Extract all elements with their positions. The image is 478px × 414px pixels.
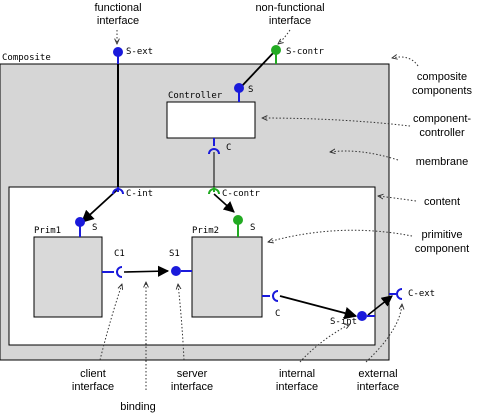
svg-text:client: client [80, 368, 106, 380]
annotation-arrow-controller [262, 118, 411, 127]
annotation-arrow-composite [392, 57, 419, 67]
annotation-membrane: membrane [416, 156, 469, 168]
svg-text:membrane: membrane [416, 156, 469, 168]
s-int-port [357, 311, 375, 321]
prim2-c-port [262, 290, 279, 302]
prim1-label: Prim1 [34, 226, 61, 236]
binding-c-contr-to-prim2-s [213, 193, 235, 213]
svg-text:non-functional: non-functional [255, 2, 324, 14]
binding-s-contr-to-controller-s [239, 49, 277, 89]
prim2-s-port [233, 215, 243, 237]
annotation-composite-components: composite components [412, 71, 472, 97]
svg-text:interface: interface [97, 15, 139, 27]
controller-label: Controller [168, 91, 223, 101]
svg-text:controller: controller [419, 127, 465, 139]
prim1-s-port [75, 217, 85, 237]
composite-label: Composite [2, 53, 51, 63]
annotation-arrow-membrane [330, 151, 399, 161]
svg-text:component-: component- [413, 113, 471, 125]
annotation-nonfunctional-interface: non-functional interface [255, 2, 324, 27]
svg-text:composite: composite [417, 71, 467, 83]
binding-prim2-c-to-s-int [279, 295, 358, 320]
controller-c-port [208, 138, 220, 155]
s-ext-label: S-ext [126, 47, 153, 57]
svg-text:component: component [415, 243, 469, 255]
controller-s-label: S [248, 85, 253, 95]
prim2-label: Prim2 [192, 226, 219, 236]
svg-text:interface: interface [171, 381, 213, 393]
binding-s-int-to-c-ext [367, 295, 393, 316]
controller-box [166, 101, 256, 139]
prim1-box [33, 236, 103, 318]
svg-text:external: external [358, 368, 397, 380]
svg-text:content: content [424, 196, 460, 208]
svg-text:interface: interface [72, 381, 114, 393]
svg-text:server: server [177, 368, 208, 380]
prim2-box [191, 236, 263, 318]
svg-text:primitive: primitive [422, 229, 463, 241]
annotation-arrow-client [99, 284, 122, 361]
binding-c-int-to-prim1-s [81, 189, 118, 223]
controller-s-port [234, 83, 244, 102]
annotation-external-interface: external interface [357, 368, 399, 393]
prim1-c1-label: C1 [114, 249, 125, 259]
annotation-arrow-server [178, 284, 185, 361]
annotation-client-interface: client interface [72, 368, 114, 393]
c-contr-port [208, 187, 220, 195]
svg-text:interface: interface [269, 15, 311, 27]
controller-c-label: C [226, 143, 231, 153]
svg-text:binding: binding [120, 401, 155, 413]
s-contr-label: S-contr [286, 47, 325, 57]
s-contr-port [271, 45, 281, 64]
svg-text:components: components [412, 85, 472, 97]
c-ext-port [389, 288, 403, 300]
s-int-label: S-int [330, 317, 357, 327]
svg-text:interface: interface [357, 381, 399, 393]
annotation-content: content [424, 196, 460, 208]
annotation-binding: binding [120, 401, 155, 413]
annotation-functional-interface: functional interface [94, 2, 141, 27]
prim1-c1-port [102, 266, 123, 278]
svg-text:interface: interface [276, 381, 318, 393]
c-int-port [112, 187, 124, 195]
annotation-arrow-nonfunctional [278, 29, 291, 44]
prim2-c-label: C [275, 309, 280, 319]
annotation-arrow-external [365, 304, 402, 363]
annotation-arrow-content [378, 196, 417, 202]
c-ext-label: C-ext [408, 289, 435, 299]
s-ext-port [113, 47, 123, 64]
s1-label: S1 [169, 249, 180, 259]
prim2-s-label: S [250, 223, 255, 233]
annotation-component-controller: component- controller [413, 113, 471, 139]
c-contr-label: C-contr [222, 189, 261, 199]
annotation-primitive-component: primitive component [415, 229, 469, 255]
annotation-internal-interface: internal interface [276, 368, 318, 393]
s1-port [171, 266, 192, 276]
prim1-s-label: S [92, 223, 97, 233]
binding-c1-to-s1 [123, 265, 170, 277]
svg-text:internal: internal [279, 368, 315, 380]
svg-text:functional: functional [94, 2, 141, 14]
annotation-server-interface: server interface [171, 368, 213, 393]
c-int-label: C-int [126, 189, 153, 199]
